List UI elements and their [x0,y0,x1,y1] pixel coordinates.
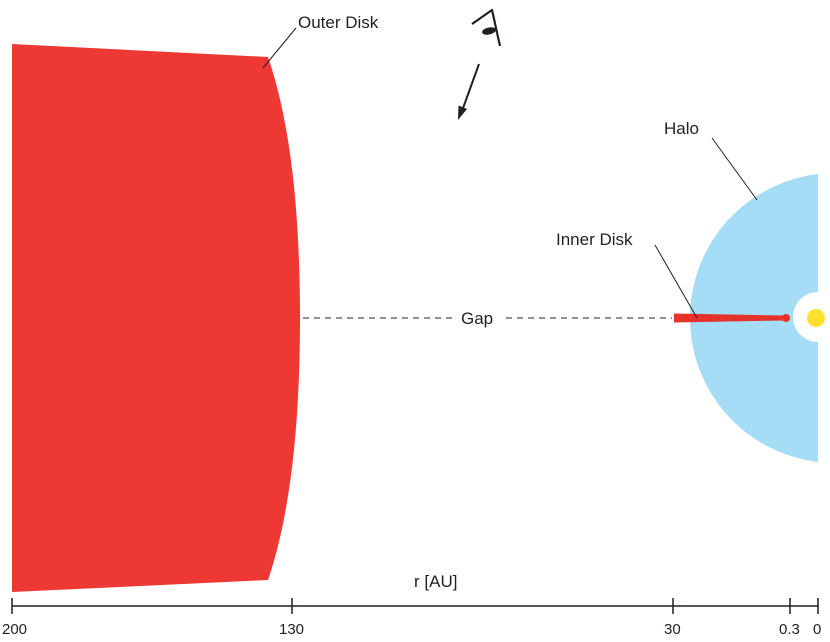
axis-tick-label-0: 0 [813,621,821,638]
central-star [807,309,825,327]
inner-disk-label: Inner Disk [556,230,633,249]
outer-disk-label: Outer Disk [298,13,379,32]
halo-leader-line [711,137,758,201]
axis-tick-label-30: 30 [664,621,681,638]
viewing-direction-arrow [458,63,480,120]
eye-icon [471,8,502,47]
inner-disk-leader-line [654,244,698,319]
halo-label: Halo [664,119,699,138]
inner-disk-rim [782,314,790,322]
outer-disk [12,44,300,592]
axis-title: r [AU] [414,572,457,591]
gap-label: Gap [461,309,493,328]
axis-tick-label-130: 130 [279,621,304,638]
inner-disk [674,313,786,323]
axis-tick-label-200: 200 [2,621,27,638]
outer-disk-leader-line [262,27,297,69]
axis-tick-label-0.3: 0.3 [779,621,800,638]
